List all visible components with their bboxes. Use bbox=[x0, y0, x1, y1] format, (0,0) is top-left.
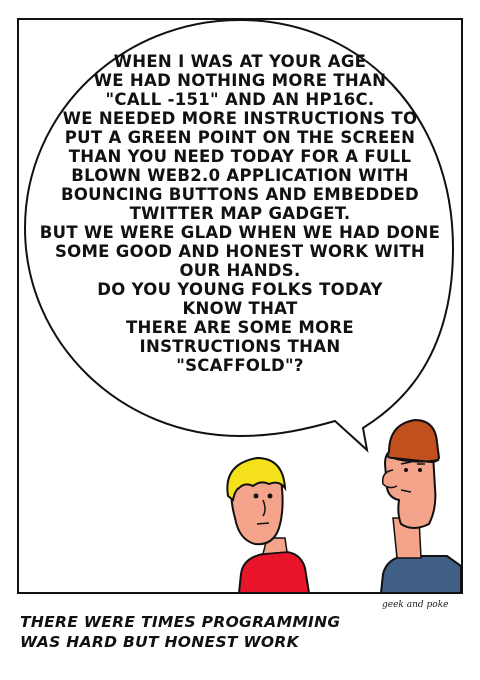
speech-line: THAN YOU NEED TODAY FOR A FULL bbox=[68, 147, 412, 166]
old-programmer-figure bbox=[379, 418, 462, 594]
speech-line: INSTRUCTIONS THAN bbox=[139, 337, 341, 356]
speech-line: PUT A GREEN POINT ON THE SCREEN bbox=[64, 128, 416, 147]
speech-line: "CALL -151" AND AN HP16C. bbox=[105, 90, 375, 109]
speech-line: BUT WE WERE GLAD WHEN WE HAD DONE bbox=[39, 223, 441, 242]
speech-line: DO YOU YOUNG FOLKS TODAY bbox=[97, 280, 383, 299]
old-nose bbox=[381, 469, 398, 489]
speech-line: "SCAFFOLD"? bbox=[176, 356, 304, 375]
speech-line: TWITTER MAP GADGET. bbox=[129, 204, 351, 223]
speech-line: OUR HANDS. bbox=[179, 261, 301, 280]
speech-line: THERE ARE SOME MORE bbox=[125, 318, 354, 337]
speech-line: WE NEEDED MORE INSTRUCTIONS TO bbox=[62, 109, 418, 128]
caption-line: WAS HARD BUT HONEST WORK bbox=[20, 633, 299, 651]
old-shirt bbox=[379, 555, 462, 594]
speech-bubble bbox=[23, 18, 455, 453]
old-eye-right bbox=[418, 468, 422, 472]
old-hat bbox=[386, 418, 441, 464]
young-hair bbox=[226, 456, 287, 502]
speech-line: BLOWN WEB2.0 APPLICATION WITH bbox=[71, 166, 409, 185]
speech-line: WE HAD NOTHING MORE THAN bbox=[93, 71, 387, 90]
old-eye-left bbox=[404, 468, 408, 472]
speech-line: SOME GOOD AND HONEST WORK WITH bbox=[54, 242, 426, 261]
young-programmer-figure bbox=[226, 456, 311, 594]
old-eyebrows bbox=[400, 461, 425, 465]
speech-line: BOUNCING BUTTONS AND EMBEDDED bbox=[60, 185, 420, 204]
comic-artwork bbox=[17, 18, 463, 594]
young-eye-left bbox=[253, 493, 259, 499]
young-mouth bbox=[256, 522, 270, 525]
speech-line: KNOW THAT bbox=[182, 299, 298, 318]
speech-line: WHEN I WAS AT YOUR AGE bbox=[113, 52, 367, 71]
comic-panel bbox=[17, 18, 463, 594]
young-nose bbox=[262, 499, 266, 517]
young-eye-right bbox=[267, 493, 273, 499]
old-hat-brim bbox=[392, 457, 440, 463]
old-mouth bbox=[400, 489, 412, 493]
artist-signature: geek and poke bbox=[382, 600, 449, 610]
old-face bbox=[383, 448, 437, 529]
caption-line: THERE WERE TIMES PROGRAMMING bbox=[20, 613, 341, 631]
comic-caption: THERE WERE TIMES PROGRAMMING WAS HARD BUT… bbox=[20, 612, 420, 652]
